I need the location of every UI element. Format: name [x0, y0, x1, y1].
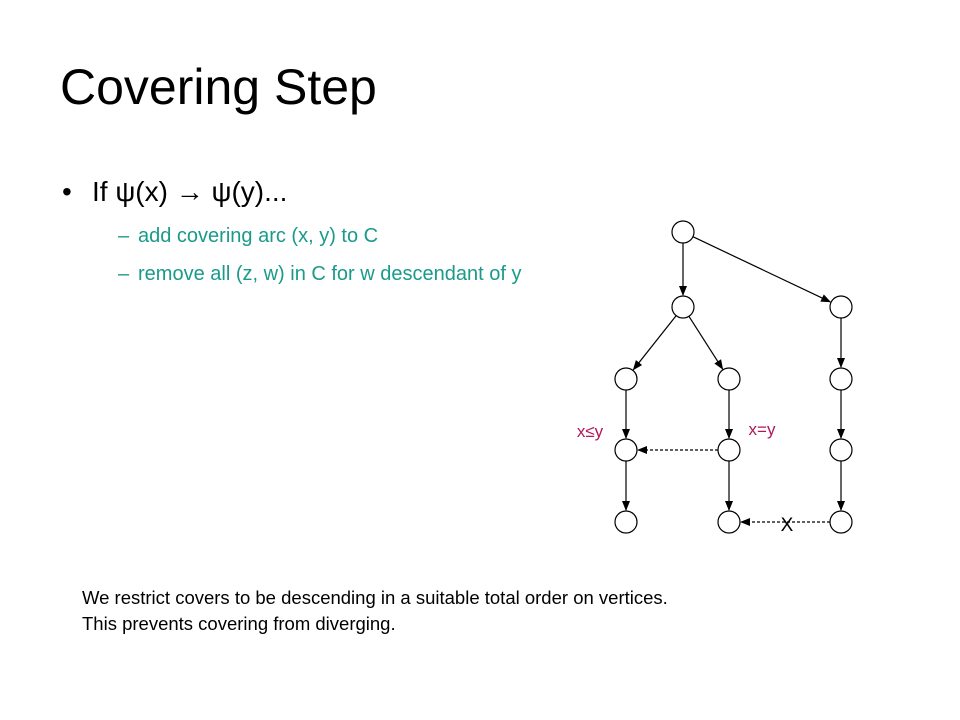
tree-edge-a-c [632, 315, 677, 371]
footnote: We restrict covers to be descending in a… [82, 585, 668, 637]
tree-node-d [717, 367, 741, 391]
tree-node-g [717, 438, 741, 462]
sub-bullet-text: add covering arc (x, y) to C [138, 225, 379, 247]
bullet-condition: • If ψ(x) → ψ(y)... [62, 178, 287, 206]
tree-node-c [614, 367, 638, 391]
cross-mark: X [781, 515, 794, 536]
tree-node-a [671, 295, 695, 319]
sub-bullet-add-arc: –add covering arc (x, y) to C [118, 226, 378, 246]
tree-node-e [829, 367, 853, 391]
bullet-marker: • [62, 176, 72, 207]
sub-bullet-text: remove all (z, w) in C for w descendant … [138, 263, 522, 285]
label-x-eq-y: x=y [749, 420, 776, 439]
tree-node-h [829, 438, 853, 462]
sub-bullet-remove-arcs: –remove all (z, w) in C for w descendant… [118, 264, 521, 284]
footnote-line-1: We restrict covers to be descending in a… [82, 587, 668, 608]
tree-node-j [717, 510, 741, 534]
tree-node-f [614, 438, 638, 462]
bullet-text: If ψ(x) → ψ(y)... [92, 176, 288, 207]
sub-bullet-marker: – [118, 263, 130, 285]
tree-node-k [829, 510, 853, 534]
tree-node-root [671, 220, 695, 244]
sub-bullet-marker: – [118, 225, 130, 247]
tree-node-i [614, 510, 638, 534]
tree-node-b [829, 295, 853, 319]
slide-title: Covering Step [60, 59, 377, 115]
tree-edge-root-b [692, 236, 832, 303]
footnote-line-2: This prevents covering from diverging. [82, 613, 396, 634]
label-x-leq-y: x≤y [577, 422, 604, 441]
tree-edge-a-d [688, 315, 724, 370]
